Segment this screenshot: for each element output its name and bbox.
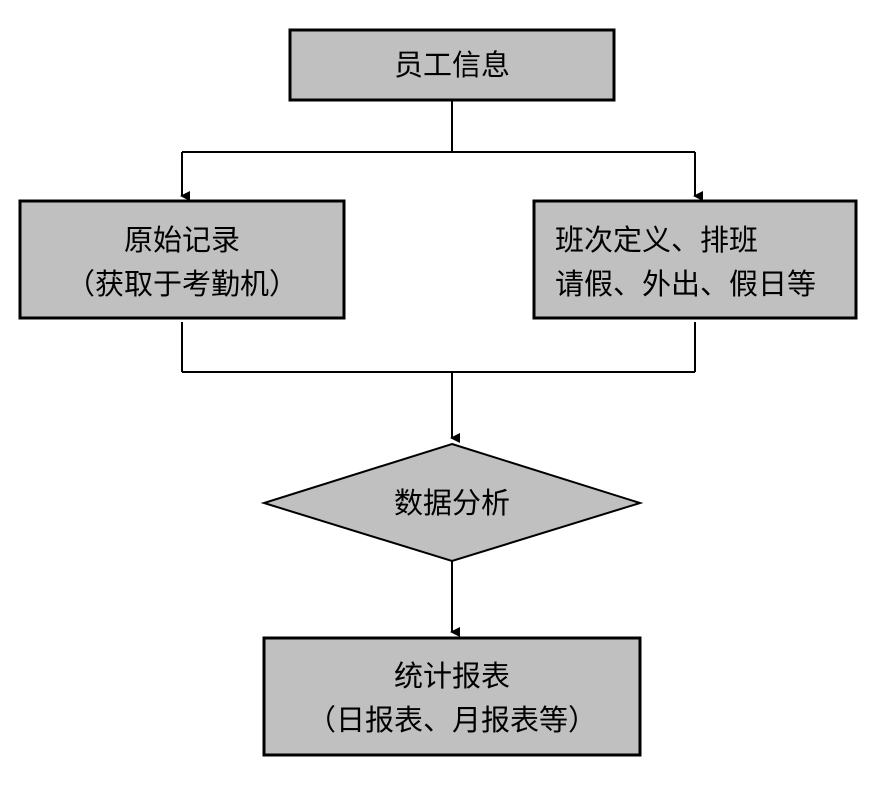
node-data-analysis: 数据分析 <box>260 442 644 563</box>
node-raw-records: 原始记录 （获取于考勤机） <box>18 199 346 320</box>
node-shift-definition-line-2: 请假、外出、假日等 <box>555 267 816 301</box>
node-employee-info-label: 员工信息 <box>394 48 510 82</box>
connector-merge <box>181 322 696 373</box>
node-shift-definition: 班次定义、排班 请假、外出、假日等 <box>532 199 858 320</box>
connector-split-top <box>182 100 695 153</box>
node-raw-records-line-1: 原始记录 <box>124 223 240 257</box>
node-employee-info: 员工信息 <box>288 28 616 102</box>
node-statistics-report-line-1: 统计报表 <box>394 659 510 693</box>
node-statistics-report: 统计报表 （日报表、月报表等） <box>262 636 642 757</box>
node-raw-records-line-2: （获取于考勤机） <box>66 267 298 301</box>
node-shift-definition-line-1: 班次定义、排班 <box>555 223 758 257</box>
node-data-analysis-label: 数据分析 <box>394 486 510 520</box>
node-statistics-report-line-2: （日报表、月报表等） <box>307 703 597 737</box>
